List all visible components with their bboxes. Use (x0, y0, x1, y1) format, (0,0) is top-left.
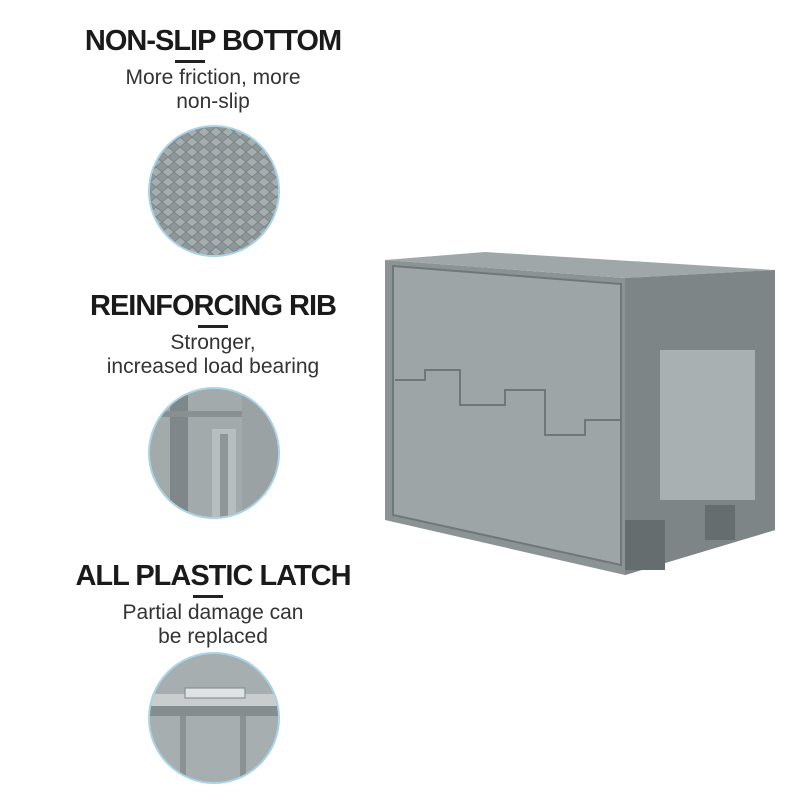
reinforcing-rib-image (148, 387, 280, 519)
accent-line (175, 60, 205, 63)
feature-description-line: non-slip (176, 90, 250, 113)
non-slip-bottom-image (148, 125, 280, 257)
accent-line (193, 595, 223, 598)
feature-description-line: More friction, more (125, 66, 301, 89)
accent-line (198, 325, 228, 328)
feature-description-line: Partial damage can (122, 601, 304, 624)
feature-reinforcing-rib: REINFORCING RIB Stronger, increased load… (63, 290, 363, 380)
feature-description-line: increased load bearing (106, 355, 320, 378)
feature-all-plastic-latch: ALL PLASTIC LATCH Partial damage can be … (63, 560, 363, 650)
rib-detail-icon (150, 389, 278, 517)
feature-description-line: Stronger, (170, 331, 256, 354)
diamond-texture-icon (150, 127, 278, 255)
plastic-latch-image (148, 652, 280, 784)
feature-title: ALL PLASTIC LATCH (75, 560, 351, 592)
latch-detail-icon (150, 687, 278, 782)
storage-crate-image (385, 252, 775, 575)
feature-non-slip-bottom: NON-SLIP BOTTOM More friction, more non-… (63, 25, 363, 115)
feature-title: NON-SLIP BOTTOM (84, 25, 342, 57)
feature-title: REINFORCING RIB (90, 290, 337, 322)
feature-description-line: be replaced (158, 625, 268, 648)
